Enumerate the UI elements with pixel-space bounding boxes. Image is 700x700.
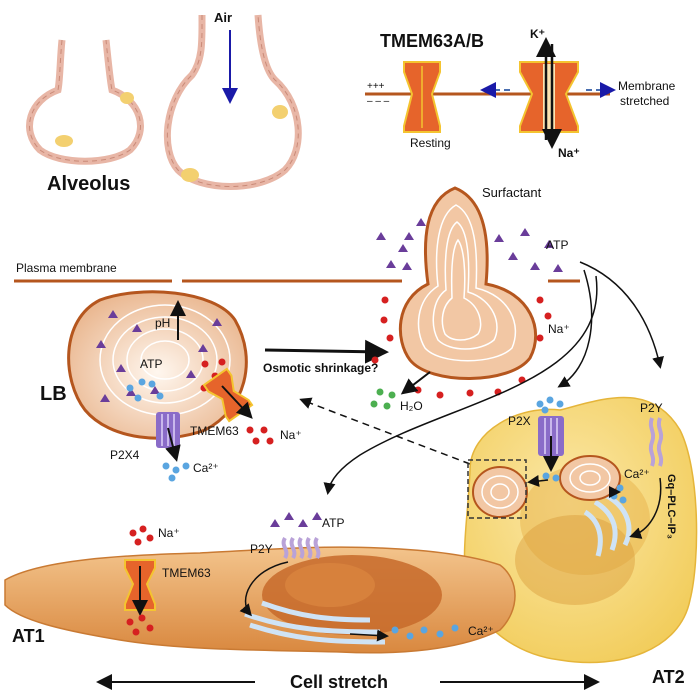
membrane-stretched-label-1: Membrane (618, 79, 676, 93)
charge-plus: +++ (367, 81, 385, 92)
alveolus-label: Alveolus (47, 173, 130, 195)
charge-minus: – – – (367, 96, 390, 107)
p2x4-ca-arrow (165, 427, 181, 462)
at1-atp-label: ATP (322, 516, 344, 530)
cell-stretch-label: Cell stretch (290, 672, 388, 692)
alveolus-panel: Air Alveolus (26, 10, 302, 195)
at1-atp-marks (270, 512, 322, 527)
p2x-ca-dots-in (542, 472, 560, 482)
right-atp-label: ATP (546, 238, 568, 252)
lb-label: LB (40, 383, 67, 405)
atp-to-at1-arrow (323, 275, 598, 495)
at2-cell-icon (181, 168, 199, 182)
lamellar-body: pH ATP (67, 290, 248, 440)
tmem-panel: TMEM63A/B +++ – – – Resting K⁺ Na⁺ Membr… (365, 27, 676, 160)
gq-pathway-label: Gq–PLC–IP₃ (665, 474, 677, 539)
lb-ca-dots (126, 378, 164, 402)
lb-out-na-label: Na⁺ (280, 428, 302, 442)
surfactant-release (398, 186, 538, 380)
atp-to-p2y-arrow (579, 261, 664, 369)
at2-label: AT2 (652, 667, 685, 687)
p2x-to-lb-arrow (527, 475, 549, 487)
at1-ca-dots (391, 624, 459, 640)
at1-ca-label: Ca²⁺ (468, 624, 494, 638)
h2o-arrow (400, 371, 431, 395)
ph-label: pH (155, 316, 170, 330)
surfactant-label: Surfactant (482, 185, 542, 200)
at2-lamellar-body (559, 455, 621, 501)
at1-na-label: Na⁺ (158, 526, 180, 540)
zoom-box (467, 459, 527, 519)
na-ion-label: Na⁺ (558, 146, 580, 160)
membrane-stretched-label-2: stretched (620, 94, 669, 108)
p2x4-label: P2X4 (110, 448, 140, 462)
k-ion-label: K⁺ (530, 27, 545, 41)
at1-p2y-receptor (281, 536, 321, 560)
at1-na-dots-in (126, 614, 154, 636)
lb-out-ca-label: Ca²⁺ (193, 461, 219, 475)
atp-to-p2x-arrow (557, 269, 593, 388)
plasma-membrane-label: Plasma membrane (16, 261, 117, 275)
at1-er-ca-arrow (349, 629, 389, 642)
lb-out-na-dots (246, 426, 274, 445)
air-label: Air (214, 10, 232, 25)
right-atp-marks (376, 218, 563, 272)
alveolus-inflated (163, 14, 302, 190)
lb-na-efflux-arrow (221, 385, 253, 419)
at2-ca-label: Ca²⁺ (624, 467, 650, 481)
at2-p2y-label: P2Y (640, 401, 663, 415)
channel-stretched (519, 61, 579, 133)
channel-resting (403, 61, 441, 133)
at2-cell-icon (272, 105, 288, 119)
lb-atp-marks (96, 310, 222, 402)
lb-out-ca-dots (162, 462, 190, 482)
at1-label: AT1 (12, 626, 45, 646)
at1-na-dots-out (129, 525, 154, 546)
osmotic-arrow (264, 339, 389, 364)
at1-signal-arrow (239, 561, 289, 617)
osmotic-label: Osmotic shrinkage? (263, 361, 378, 375)
p2x-ca-dots-out (536, 396, 564, 414)
at1-er (244, 600, 386, 645)
gq-arrow (629, 477, 662, 539)
tmem-title: TMEM63A/B (380, 31, 484, 51)
resting-label: Resting (410, 136, 451, 150)
at2-cell-icon (120, 92, 134, 104)
at2-er (583, 492, 632, 557)
at1-p2y-label: P2Y (250, 542, 273, 556)
at1-tmem63-label: TMEM63 (162, 566, 211, 580)
lb-tmem63-label: TMEM63 (190, 424, 239, 438)
right-na-label: Na⁺ (548, 322, 570, 336)
h2o-dots (370, 388, 396, 410)
h2o-label: H₂O (400, 399, 423, 413)
dashed-zoom-arrow (299, 397, 471, 465)
at2-cell-icon (55, 135, 73, 147)
at2-p2y-receptor (648, 417, 664, 467)
at2-lamellar-body-boxed (472, 466, 528, 518)
p2x-label: P2X (508, 414, 531, 428)
lb-atp-label: ATP (140, 357, 162, 371)
